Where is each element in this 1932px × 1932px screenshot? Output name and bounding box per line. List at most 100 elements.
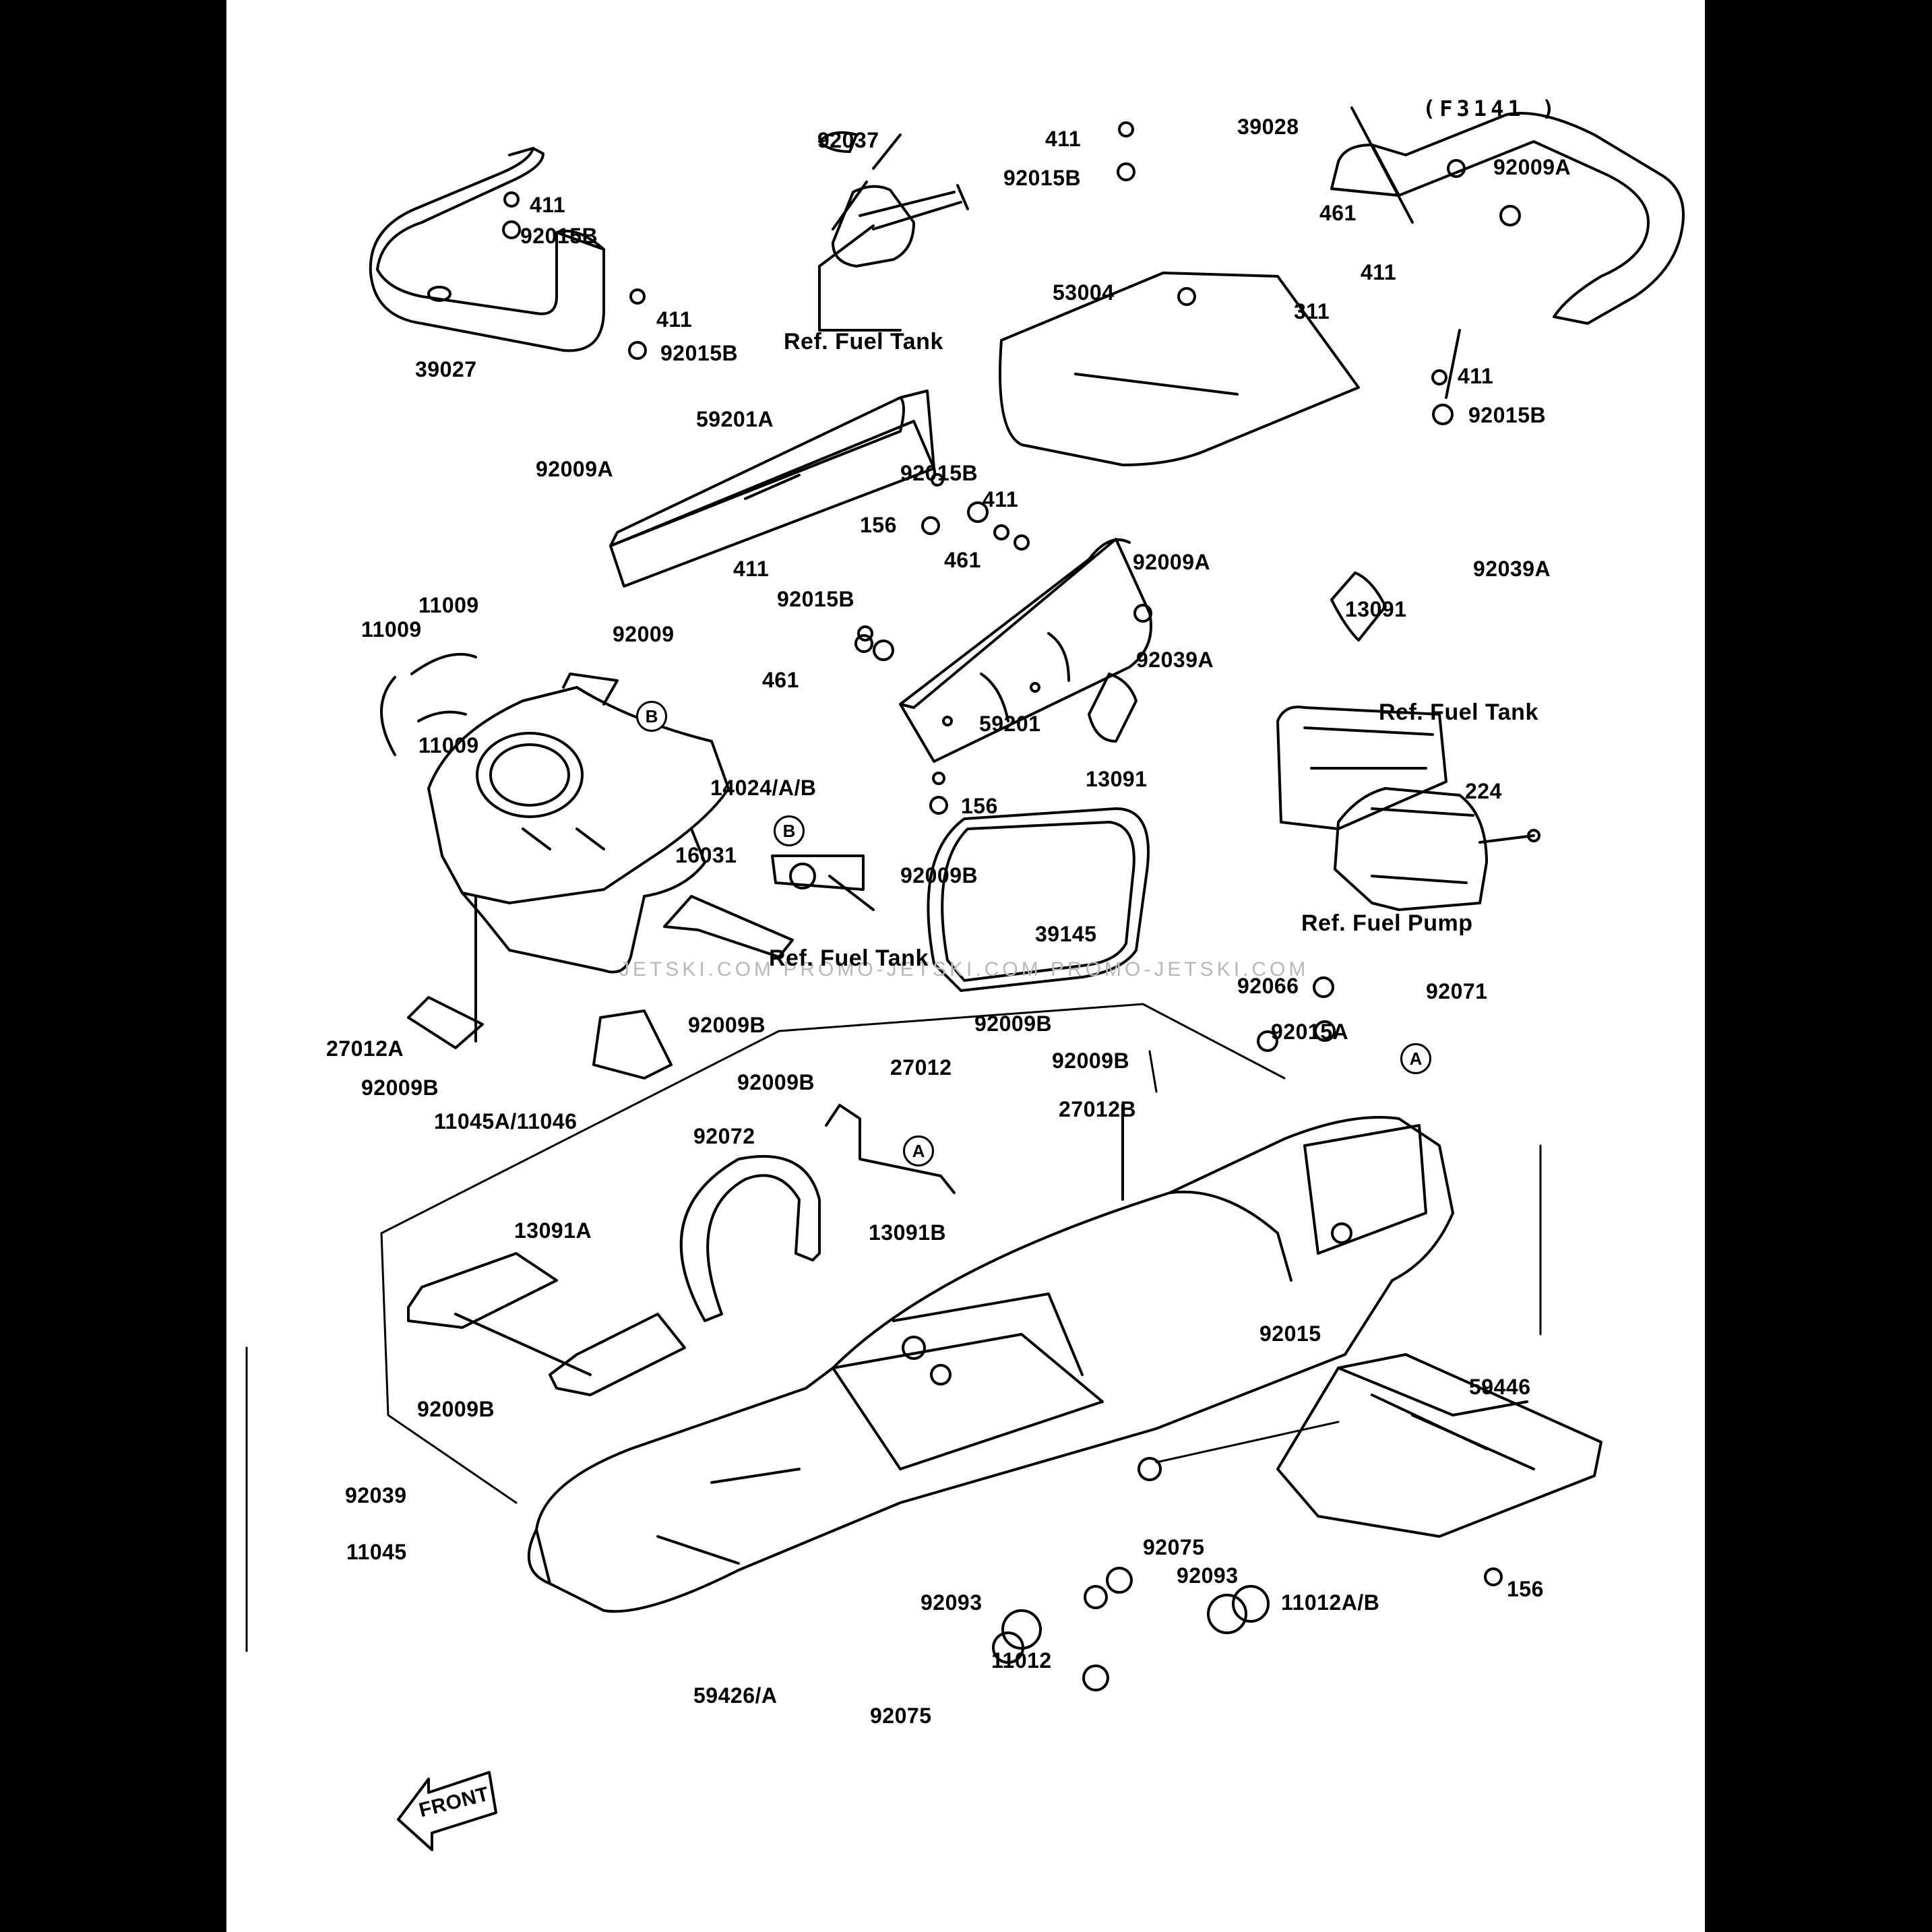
part-label-411-b: 411: [656, 307, 693, 332]
part-label-59201A: 59201A: [696, 407, 774, 431]
part-label-92009: 92009: [613, 622, 675, 646]
diagram-code: (F3141 ): [1423, 96, 1559, 121]
symbol-a-bracket: A: [903, 1135, 934, 1166]
part-label-311: 311: [1294, 299, 1330, 323]
part-label-27012B: 27012B: [1059, 1097, 1137, 1121]
part-label-411-d: 411: [1361, 260, 1397, 284]
part-label-11045A: 11045A/11046: [434, 1109, 578, 1133]
part-label-92009A-c: 92009A: [1133, 550, 1211, 574]
part-label-13091-b: 13091: [1086, 767, 1148, 791]
symbol-b-tank: B: [636, 701, 667, 732]
part-label-411-a: 411: [530, 193, 566, 217]
cover-59201: [899, 538, 1152, 763]
ref-fuel-pump: Ref. Fuel Pump: [1301, 910, 1473, 936]
part-label-92037: 92037: [817, 128, 879, 152]
part-label-92009A-a: 92009A: [1493, 155, 1571, 179]
part-label-461-a: 461: [1319, 201, 1357, 225]
part-label-92093-b: 92093: [921, 1590, 983, 1615]
parts-diagram-artwork: [245, 106, 1685, 1851]
part-label-13091-a: 13091: [1345, 597, 1407, 621]
ref-fuel-tank-right: Ref. Fuel Tank: [1379, 699, 1538, 725]
part-label-11009-c: 11009: [418, 733, 479, 757]
plate-59446: [1276, 1353, 1602, 1538]
hull-59426: [527, 1104, 1454, 1613]
holders-13091A: [407, 1252, 686, 1396]
cover-59201A: [609, 389, 935, 588]
part-label-92039: 92039: [345, 1483, 407, 1507]
part-label-59201: 59201: [979, 712, 1041, 736]
part-label-92009B-g: 92009B: [417, 1397, 495, 1421]
part-label-11012AB: 11012A/B: [1281, 1590, 1380, 1615]
part-label-92009B-d: 92009B: [1052, 1049, 1130, 1073]
brackets-27012A: [407, 895, 673, 1080]
part-label-92009B-c: 92009B: [974, 1011, 1053, 1036]
part-label-16031: 16031: [675, 843, 737, 867]
part-label-224: 224: [1465, 779, 1502, 803]
fuel-pump-assembly: [1276, 706, 1540, 911]
part-label-411-c: 411: [1045, 127, 1082, 151]
part-label-13091B: 13091B: [869, 1220, 947, 1245]
part-label-11045: 11045: [346, 1540, 407, 1564]
part-label-92075-a: 92075: [1143, 1535, 1205, 1559]
part-label-59426: 59426/A: [693, 1683, 778, 1708]
seal-39145: [927, 807, 1150, 992]
fasteners: [502, 121, 1521, 1691]
strap-92072: [679, 1155, 821, 1322]
part-label-11009-b: 11009: [361, 617, 422, 642]
part-label-92066: 92066: [1237, 974, 1299, 998]
part-label-27012: 27012: [890, 1055, 952, 1080]
part-label-13091A: 13091A: [514, 1218, 592, 1243]
symbol-b-bracket: B: [774, 815, 805, 846]
seat-cover-53004: [999, 272, 1360, 466]
part-label-92039A-a: 92039A: [1473, 557, 1551, 581]
part-label-156-b: 156: [961, 794, 998, 818]
part-label-92075-b: 92075: [870, 1704, 932, 1728]
part-label-92072: 92072: [693, 1124, 755, 1148]
part-label-53004: 53004: [1053, 280, 1115, 305]
bracket-13091B: [825, 1104, 956, 1194]
part-label-92015B-e: 92015B: [900, 461, 978, 485]
part-label-92071: 92071: [1426, 979, 1488, 1003]
part-label-92015B-d: 92015B: [1468, 403, 1547, 427]
part-label-92039A-b: 92039A: [1136, 648, 1214, 672]
part-label-92015B-f: 92015B: [777, 587, 855, 611]
part-label-461-b: 461: [944, 548, 981, 572]
part-label-92009B-a: 92009B: [900, 863, 978, 887]
part-label-92015B-a: 92015B: [520, 224, 598, 248]
part-label-11009-a: 11009: [418, 593, 479, 617]
part-label-92009A-b: 92009A: [536, 457, 614, 481]
assembly-outline: [245, 1003, 1542, 1652]
part-label-11012: 11012: [991, 1648, 1052, 1673]
holders-13091: [1088, 571, 1387, 743]
part-label-92015B-c: 92015B: [1003, 166, 1082, 190]
part-label-411-e: 411: [1458, 364, 1494, 388]
part-label-411-g: 411: [733, 557, 770, 581]
part-label-39145: 39145: [1035, 922, 1097, 946]
part-label-27012A: 27012A: [326, 1036, 404, 1061]
part-label-59446: 59446: [1469, 1375, 1531, 1399]
part-label-92009B-f: 92009B: [361, 1076, 439, 1100]
part-label-92015: 92015: [1259, 1321, 1321, 1346]
part-label-39028: 39028: [1237, 115, 1299, 139]
watermark: JETSKI.COM PROMO-JETSKI.COM PROMO-JETSKI…: [619, 958, 1309, 980]
part-label-461-c: 461: [762, 668, 799, 692]
part-label-92093-a: 92093: [1177, 1563, 1239, 1588]
ref-fuel-tank-top: Ref. Fuel Tank: [784, 329, 943, 354]
grab-handle-39028: [1330, 106, 1685, 399]
front-arrow: [397, 1771, 497, 1851]
bracket-b: [663, 854, 875, 958]
fuel-tank-valve-92037: [818, 131, 969, 332]
diagram-sheet: JETSKI.COM PROMO-JETSKI.COM PROMO-JETSKI…: [226, 0, 1705, 1932]
part-label-156-c: 156: [1507, 1577, 1544, 1601]
clips-11009: [380, 652, 477, 756]
part-label-92015B-b: 92015B: [660, 341, 739, 365]
part-label-14024: 14024/A/B: [710, 776, 817, 800]
part-label-92009B-b: 92009B: [688, 1013, 766, 1037]
part-label-92009B-e: 92009B: [737, 1070, 815, 1094]
part-label-92015A: 92015A: [1271, 1020, 1349, 1044]
grab-handle-39027: [369, 147, 605, 352]
symbol-a-right: A: [1400, 1043, 1431, 1074]
part-label-411-f: 411: [983, 487, 1019, 511]
part-label-39027: 39027: [415, 357, 477, 381]
ref-fuel-tank-middle: Ref. Fuel Tank: [769, 945, 929, 971]
